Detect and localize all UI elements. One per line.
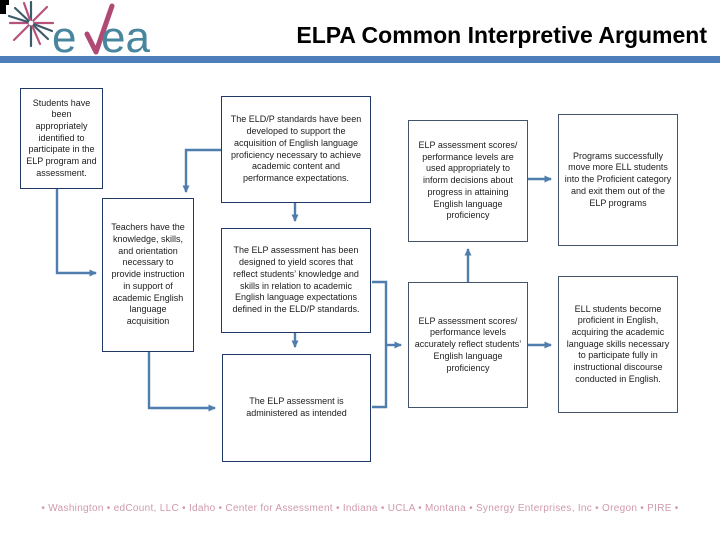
logo-letter-e: e (52, 13, 76, 58)
flow-box-text: Programs successfully move more ELL stud… (564, 150, 672, 208)
flow-box-teachers-knowledge: Teachers have the knowledge, skills, and… (102, 198, 194, 352)
flow-box-text: The ELP assessment is administered as in… (246, 396, 347, 418)
flow-box-scores-accurate: ELP assessment scores/ performance level… (408, 282, 528, 408)
flow-box-students-proficient: ELL students become proficient in Englis… (558, 276, 678, 413)
footer-credits: • Washington • edCount, LLC • Idaho • Ce… (41, 503, 679, 514)
corner-mark (0, 0, 6, 14)
flow-box-text: ELP assessment scores/ performance level… (414, 315, 522, 373)
flow-box-text: Students have been appropriately identif… (26, 97, 97, 178)
connector-teachers-to-administered (147, 352, 216, 412)
connector-standards-to-teachers (182, 148, 221, 193)
flow-box-text: Teachers have the knowledge, skills, and… (111, 222, 185, 326)
connector-students-to-teachers (55, 189, 97, 277)
starburst-icon (7, 0, 55, 48)
connector-merge-bracket (372, 280, 388, 409)
logo-letters-ea: ea (101, 13, 150, 58)
flow-box-assessment-administered: The ELP assessment is administered as in… (222, 354, 371, 462)
flow-box-text: ELP assessment scores/ performance level… (418, 140, 518, 221)
flow-box-programs-move: Programs successfully move more ELL stud… (558, 114, 678, 246)
flow-box-text: The ELD/P standards have been developed … (230, 114, 362, 183)
flow-box-text: ELL students become proficient in Englis… (566, 303, 670, 384)
evea-logo: e ea (7, 0, 150, 58)
flow-box-students-identified: Students have been appropriately identif… (20, 88, 103, 189)
header-divider (0, 56, 720, 63)
flow-box-assessment-designed: The ELP assessment has been designed to … (221, 228, 371, 333)
flow-box-text: The ELP assessment has been designed to … (232, 245, 360, 314)
flow-box-scores-used: ELP assessment scores/ performance level… (408, 120, 528, 242)
page-title: ELPA Common Interpretive Argument (296, 22, 707, 48)
flow-box-eldp-standards: The ELD/P standards have been developed … (221, 96, 371, 203)
logo-letter-v (84, 3, 115, 55)
